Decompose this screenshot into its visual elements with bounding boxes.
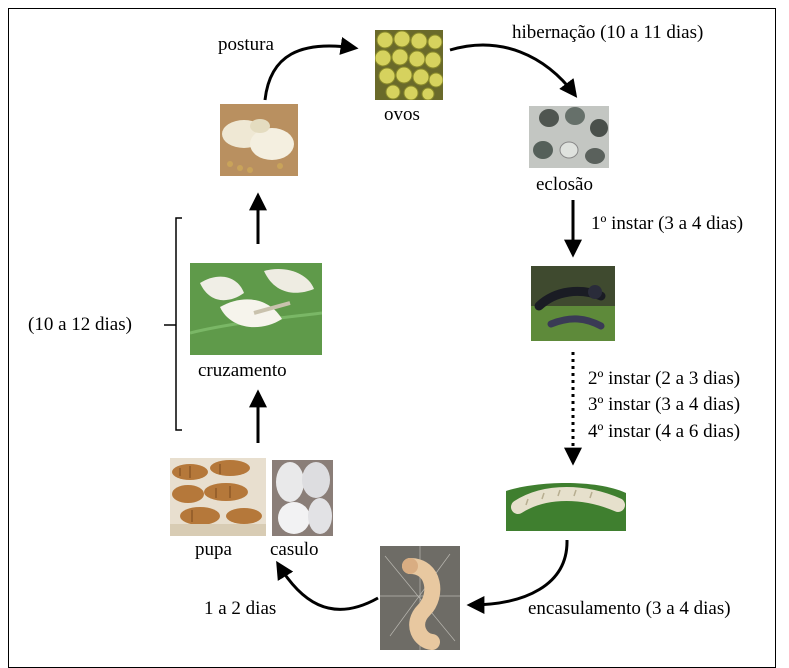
label-instar1: 1º instar (3 a 4 dias) bbox=[591, 213, 743, 235]
label-postura: postura bbox=[218, 34, 274, 56]
label-instar2: 2º instar (2 a 3 dias) bbox=[588, 368, 740, 390]
label-pupa: pupa bbox=[195, 539, 232, 561]
label-hibernacao: hibernação (10 a 11 dias) bbox=[512, 22, 703, 44]
label-instar4: 4º instar (4 a 6 dias) bbox=[588, 421, 740, 443]
encasulamento-image bbox=[380, 546, 460, 650]
eclosao-image bbox=[529, 106, 609, 168]
arrow-postura bbox=[265, 46, 355, 100]
ovos-image bbox=[375, 30, 443, 100]
pupa-image bbox=[170, 458, 266, 536]
label-1a2dias: 1 a 2 dias bbox=[204, 598, 276, 620]
larva-instar1-image bbox=[531, 266, 615, 341]
bracket-10a12 bbox=[176, 218, 182, 430]
label-cruzamento: cruzamento bbox=[198, 360, 287, 382]
casulo-image bbox=[272, 460, 333, 536]
label-casulo: casulo bbox=[270, 539, 319, 561]
cruzamento-image bbox=[190, 263, 322, 355]
label-10a12dias: (10 a 12 dias) bbox=[28, 314, 132, 336]
postura-image bbox=[220, 104, 298, 176]
label-encasulamento: encasulamento (3 a 4 dias) bbox=[528, 598, 731, 620]
label-eclosao: eclosão bbox=[536, 174, 593, 196]
larva-instar5-image bbox=[506, 471, 626, 531]
label-instar3: 3º instar (3 a 4 dias) bbox=[588, 394, 740, 416]
arrow-1a2dias bbox=[278, 564, 378, 609]
arrow-encasulamento bbox=[470, 540, 567, 605]
label-ovos: ovos bbox=[384, 104, 420, 126]
arrow-hibernacao bbox=[450, 45, 575, 95]
